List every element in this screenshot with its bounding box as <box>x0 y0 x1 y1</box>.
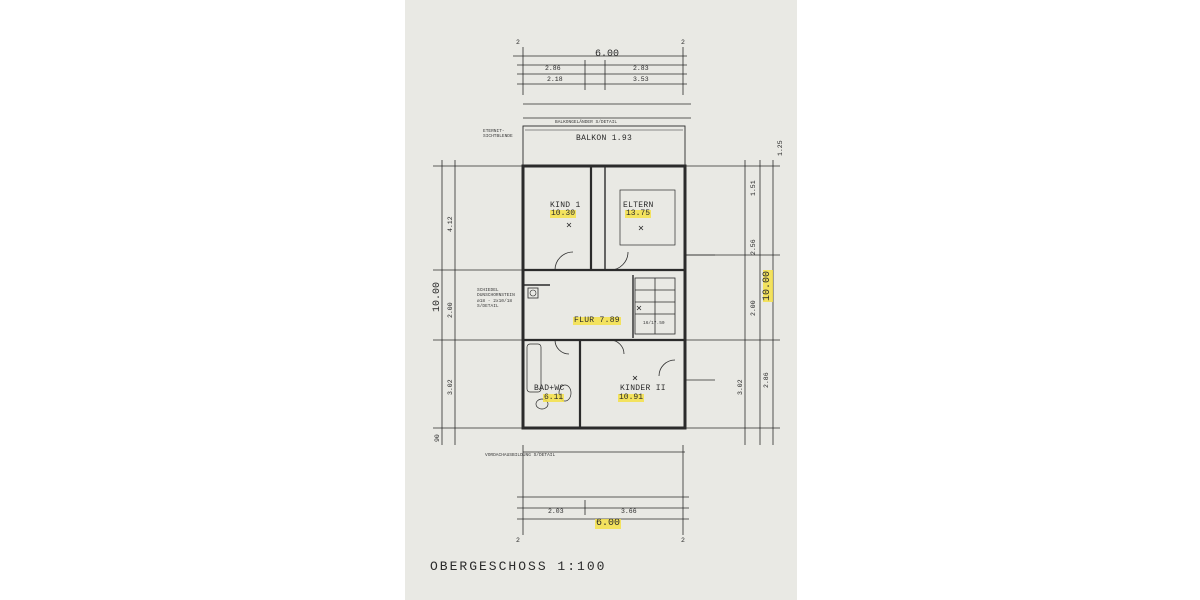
floor-plan-drawing <box>433 47 780 535</box>
dim-right-total: 10.00 <box>762 269 773 302</box>
dim-top-r2a: 2.18 <box>547 76 563 83</box>
dim-left-a: 4.12 <box>447 216 454 232</box>
axis-mark-bottom-left: 2 <box>516 537 520 544</box>
dim-top-r1a: 2.86 <box>545 65 561 72</box>
dim-right-b: 1.51 <box>750 180 757 196</box>
dim-right-a: 1.25 <box>777 140 784 156</box>
room-eltern-area: 13.75 <box>625 209 652 218</box>
axis-mark-bottom-right: 2 <box>681 537 685 544</box>
note-vordach: VORDACHAUSBILDUNG S/DETAIL <box>485 453 556 458</box>
dim-bot-b: 3.66 <box>621 508 637 515</box>
room-balkon: BALKON 1.93 <box>576 134 633 143</box>
room-bad-name: BAD+WC <box>534 384 565 393</box>
dim-right-f: 2.86 <box>763 372 770 388</box>
dim-top-total: 6.00 <box>595 49 620 60</box>
note-eternit: ETERNIT-SICHTBLENDE <box>483 129 513 139</box>
axis-mark-top-right: 2 <box>681 39 685 46</box>
note-stairs: 16/17.50 <box>643 321 665 326</box>
plan-sheet: 2 2 6.00 2.86 2.83 2.18 3.53 BALKONGELÄN… <box>405 0 797 600</box>
axis-mark-top-left: 2 <box>516 39 520 46</box>
note-balkongelaender: BALKONGELÄNDER S/DETAIL <box>555 120 618 125</box>
dim-left-total: 10.00 <box>432 281 443 312</box>
plan-title: OBERGESCHOSS 1:100 <box>430 559 607 574</box>
dim-right-c: 2.56 <box>750 239 757 255</box>
room-kinder2-area: 10.91 <box>618 393 645 402</box>
room-bad-area: 6.11 <box>543 393 565 402</box>
dim-bot-a: 2.03 <box>548 508 564 515</box>
dim-bottom-total: 6.00 <box>595 518 622 529</box>
room-kind1-area: 10.30 <box>550 209 577 218</box>
dim-right-d: 2.00 <box>750 300 757 316</box>
room-eltern-name: ELTERN <box>623 201 654 210</box>
dim-left-d: 90 <box>434 434 441 442</box>
dim-top-r2b: 3.53 <box>633 76 649 83</box>
room-flur: FLUR 7.89 <box>573 316 621 325</box>
dim-right-e: 3.02 <box>737 379 744 395</box>
note-schiedel: SCHIEDEL DUNSCHORNSTEIN ø18 - 2x10/18 S/… <box>477 288 515 310</box>
dim-left-b: 2.00 <box>447 302 454 318</box>
room-kinder2-name: KINDER II <box>620 384 666 393</box>
dim-top-r1b: 2.83 <box>633 65 649 72</box>
dim-left-c: 3.02 <box>447 379 454 395</box>
room-kind1-name: KIND 1 <box>550 201 581 210</box>
